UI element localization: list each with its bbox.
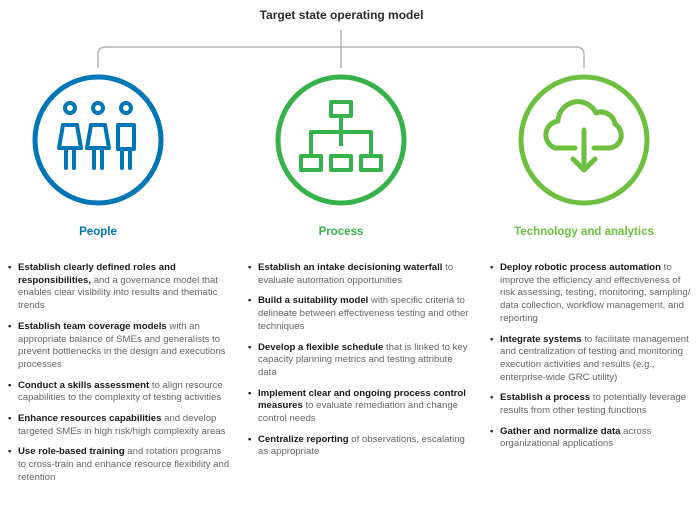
item-text: with an appropriate balance of SMEs and … (18, 320, 226, 370)
item-bold: Build a suitability model (258, 295, 369, 307)
list-item: Develop a flexible schedule that is link… (248, 342, 470, 380)
list-item: Establish an intake decisioning waterfal… (248, 262, 470, 287)
list-item: Gather and normalize data across organiz… (490, 426, 696, 451)
item-bold: Establish team coverage models (18, 320, 167, 332)
item-text: to align resource capabilities to the co… (18, 379, 223, 404)
technology-list: Deploy robotic process automation to imp… (490, 262, 696, 459)
column-label-people: People (79, 226, 117, 238)
list-item: Integrate systems to facilitate manageme… (490, 334, 696, 385)
diagram-title: Target state operating model (259, 8, 424, 22)
item-bold: Enhance resources capabilities (18, 413, 162, 425)
item-bold: Deploy robotic process automation (500, 262, 661, 273)
column-label-process: Process (318, 226, 364, 238)
process-list: Establish an intake decisioning waterfal… (248, 262, 470, 467)
item-text: with specific criteria to delineate betw… (258, 295, 469, 332)
item-bold: Establish clearly defined roles and resp… (18, 262, 176, 286)
list-item: Use role-based training and rotation pro… (8, 446, 230, 484)
item-text: to potentially leverage results from oth… (500, 392, 687, 417)
item-bold: Use role-based training (18, 446, 125, 458)
list-item: Deploy robotic process automation to imp… (490, 262, 696, 326)
list-item: Establish a process to potentially lever… (490, 392, 696, 417)
people-list: Establish clearly defined roles and resp… (8, 262, 230, 493)
list-item: Conduct a skills assessment to align res… (8, 380, 230, 405)
item-text: and rotation programs to cross-train and… (18, 446, 230, 483)
people-icon (30, 72, 166, 213)
list-item: Implement clear and ongoing process cont… (248, 388, 470, 426)
connector-horizontal (97, 46, 585, 68)
list-item: Enhance resources capabilities and devel… (8, 413, 230, 438)
item-text: to improve the efficiency and effectiven… (500, 262, 691, 324)
column-label-technology: Technology and analytics (514, 226, 654, 238)
item-text: and a governance model that enables clea… (18, 274, 218, 312)
connector-lines (97, 30, 585, 68)
org-chart-icon (273, 72, 409, 213)
item-text: and develop targeted SMEs in high risk/h… (18, 413, 226, 437)
list-item: Establish clearly defined roles and resp… (8, 262, 230, 313)
item-text: to facilitate management and centralizat… (500, 333, 689, 383)
item-text: across organizational applications (500, 425, 652, 450)
item-text: of observations, escalating as appropria… (258, 433, 465, 458)
item-bold: Integrate systems (500, 333, 582, 345)
list-item: Centralize reporting of observations, es… (248, 434, 470, 459)
item-bold: Establish an intake decisioning waterfal… (258, 262, 443, 273)
item-bold: Conduct a skills assessment (18, 379, 150, 391)
list-item: Build a suitability model with specific … (248, 295, 470, 333)
item-text: that is linked to key capacity planning … (258, 341, 468, 378)
item-bold: Centralize reporting (258, 433, 349, 445)
list-item: Establish team coverage models with an a… (8, 321, 230, 372)
item-bold: Gather and normalize data (500, 425, 621, 437)
item-bold: Establish a process (500, 392, 591, 404)
cloud-download-icon (516, 72, 652, 213)
item-bold: Develop a flexible schedule (258, 341, 384, 353)
item-text: to evaluate remediation and change contr… (258, 400, 459, 425)
item-bold: Implement clear and ongoing process cont… (258, 387, 466, 412)
item-text: to evaluate automation opportunities (258, 262, 454, 286)
